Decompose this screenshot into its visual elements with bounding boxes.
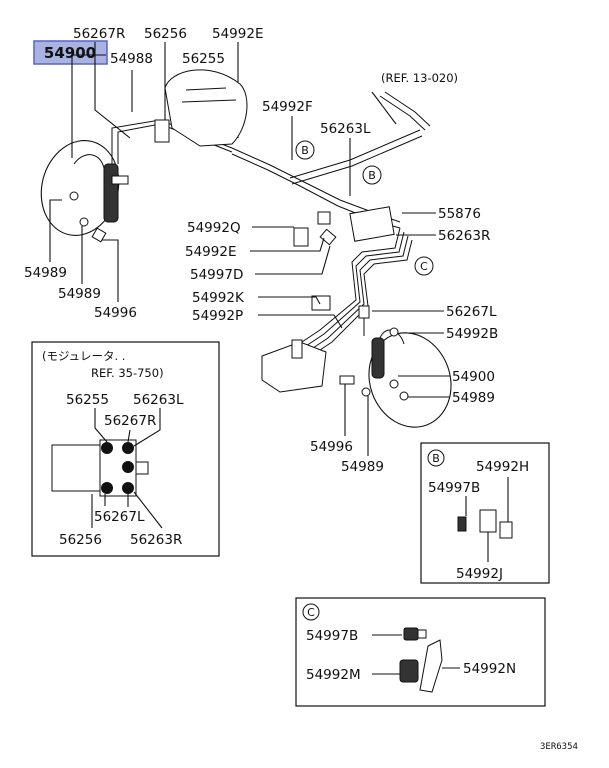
label-54900-right: 54900 [452,369,495,385]
detail-box-b [420,442,550,584]
module-label-56263L: 56263L [133,392,184,408]
box-c-badge: C [302,603,320,621]
leader-lines-center [250,212,450,456]
modulator-unit [51,408,163,529]
module-label-56267R: 56267R [104,413,156,429]
right-wheel-assembly [339,305,452,428]
box-c-parts [372,627,460,693]
label-56267L-main: 56267L [446,304,497,320]
label-54992E-top: 54992E [212,26,263,42]
module-ref-line2: REF. 35-750) [91,366,164,380]
box-b-label-54992H: 54992H [476,459,529,475]
label-54900-highlight[interactable]: 54900 [44,44,96,62]
svg-text:C: C [420,260,428,273]
label-54989-right: 54989 [452,390,495,406]
label-54988: 54988 [110,51,153,67]
svg-text:B: B [368,169,376,182]
box-b-label-54992J: 54992J [456,566,503,582]
label-56267R-top: 56267R [73,26,125,42]
label-54997D: 54997D [190,267,243,283]
label-54992P: 54992P [192,308,243,324]
box-c-label-54992M: 54992M [306,667,361,683]
label-56256-top: 56256 [144,26,187,42]
label-54992B: 54992B [446,326,498,342]
svg-text:B: B [301,144,309,157]
box-b-parts [457,477,513,562]
label-54996-left: 54996 [94,305,137,321]
label-54992K: 54992K [192,290,245,306]
svg-text:B: B [432,452,440,465]
label-54989-rbottom: 54989 [341,459,384,475]
module-label-56256: 56256 [59,532,102,548]
diagram-code: 3ER6354 [540,742,578,752]
box-c-label-54997B: 54997B [306,628,358,644]
label-56263L-top: 56263L [320,121,371,137]
box-c-label-54992N: 54992N [463,661,516,677]
label-56255-top: 56255 [182,51,225,67]
callout-b-1: B [295,140,315,160]
callout-c: C [414,256,434,276]
label-54992F: 54992F [262,99,313,115]
highlight-54900-box[interactable] [33,40,108,65]
callout-b-2: B [362,165,382,185]
label-54996-right: 54996 [310,439,353,455]
label-54989-left1: 54989 [24,265,67,281]
module-label-56255: 56255 [66,392,109,408]
box-b-badge: B [427,449,445,467]
svg-text:C: C [307,606,315,619]
box-b-label-54997B: 54997B [428,480,480,496]
leader-lines-left [49,199,119,302]
label-55876: 55876 [438,206,481,222]
center-pipe-bundle [261,206,413,393]
modulator-box [31,341,220,557]
module-label-56263R: 56263R [130,532,182,548]
detail-box-c [295,597,546,707]
ref-13-020-label: (REF. 13-020) [381,71,458,85]
label-56263R-main: 56263R [438,228,490,244]
module-label-56267L: 56267L [94,509,145,525]
master-cylinder-area [154,69,431,229]
module-ref-line1: (モジュレータ. . [42,349,125,363]
label-54992E-mid: 54992E [185,244,236,260]
label-54992Q: 54992Q [187,220,241,236]
label-54989-left2: 54989 [58,286,101,302]
